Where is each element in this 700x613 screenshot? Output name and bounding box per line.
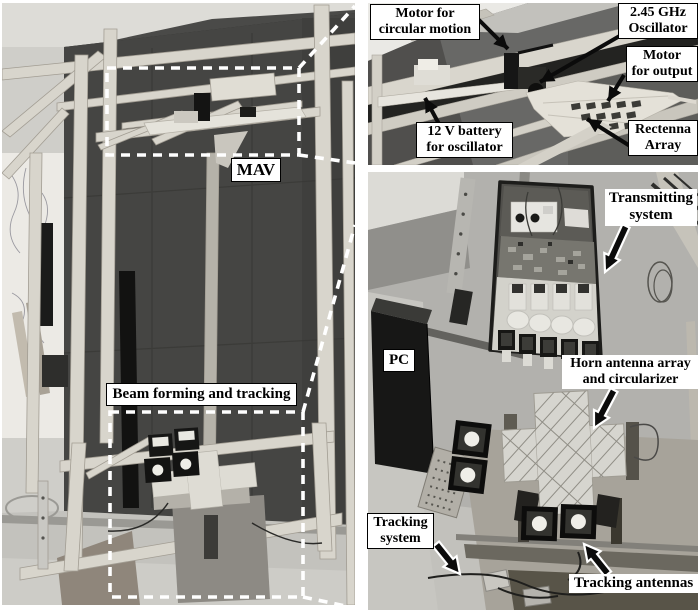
label-mav-text: MAV	[236, 160, 276, 179]
cross-board	[501, 390, 627, 516]
label-tracking-system-line1: Tracking	[373, 515, 428, 530]
label-motor-output-line2: for output	[631, 64, 693, 80]
tracking-antenna	[447, 456, 488, 495]
tracking-antenna-group	[447, 420, 597, 542]
label-rectenna-line2: Array	[644, 138, 682, 154]
label-pc-text: PC	[389, 352, 409, 368]
thick-annotation-arrows	[431, 222, 632, 579]
label-tracking-system-line2: system	[380, 531, 421, 547]
label-tracking-antennas-text: Tracking antennas	[573, 575, 694, 591]
ground-equipment	[107, 427, 323, 603]
callout-rect-beamforming	[108, 410, 305, 599]
label-motor-output-line1: Motor	[642, 48, 682, 63]
pc-tower	[371, 298, 435, 475]
label-oscillator-line2: Oscillator	[628, 21, 688, 37]
label-motor-circular-line1: Motor for	[395, 6, 455, 21]
arrow-tracking-system	[431, 539, 462, 576]
mav-in-chamber	[143, 93, 307, 168]
arrow-transmitting-system	[603, 222, 632, 275]
callout-leader-top	[297, 4, 355, 70]
label-motor-circular-line2: circular motion	[378, 22, 472, 38]
tracking-antenna	[451, 420, 492, 459]
photo-chamber-art	[2, 3, 355, 605]
circulators	[506, 310, 596, 337]
callout-leader-diag	[301, 224, 355, 413]
label-beam-forming: Beam forming and tracking	[106, 383, 297, 407]
arrow-tracking-antennas	[582, 542, 613, 579]
label-rectenna-line1: Rectenna	[635, 122, 691, 137]
label-tracking-antennas: Tracking antennas	[569, 574, 698, 594]
arrow-motor-circular	[476, 17, 510, 51]
arrow-horn-array	[592, 386, 619, 431]
amplifier-modules	[508, 283, 593, 311]
label-pc: PC	[383, 349, 415, 373]
annotation-arrows	[423, 17, 632, 148]
label-horn-line2: and circularizer	[582, 372, 679, 388]
photo-chamber	[2, 3, 355, 605]
arrow-oscillator	[538, 28, 632, 84]
tracking-antenna	[559, 504, 597, 540]
label-battery-line2: for oscillator	[426, 140, 503, 156]
label-mav: MAV	[231, 158, 281, 182]
transmitting-tray	[488, 180, 603, 373]
callout-rect-mav	[105, 66, 301, 157]
label-oscillator-line1: 2.45 GHz	[630, 5, 686, 20]
horn-array-assembly	[501, 390, 659, 544]
callout-leader-bottom	[302, 595, 350, 605]
arrow-battery	[423, 97, 441, 125]
label-beam-forming-text: Beam forming and tracking	[112, 386, 291, 402]
arrow-motor-output	[606, 73, 626, 103]
callout-dashes	[105, 4, 355, 605]
label-battery-line1: 12 V battery	[427, 124, 502, 139]
horn-row	[498, 330, 599, 373]
arrow-rectenna	[585, 117, 632, 148]
label-horn-line1: Horn antenna array	[570, 356, 691, 371]
label-transmitting-line1: Transmitting	[609, 190, 693, 206]
label-transmitting-line2: system	[629, 207, 673, 224]
tracking-antenna	[520, 506, 558, 542]
